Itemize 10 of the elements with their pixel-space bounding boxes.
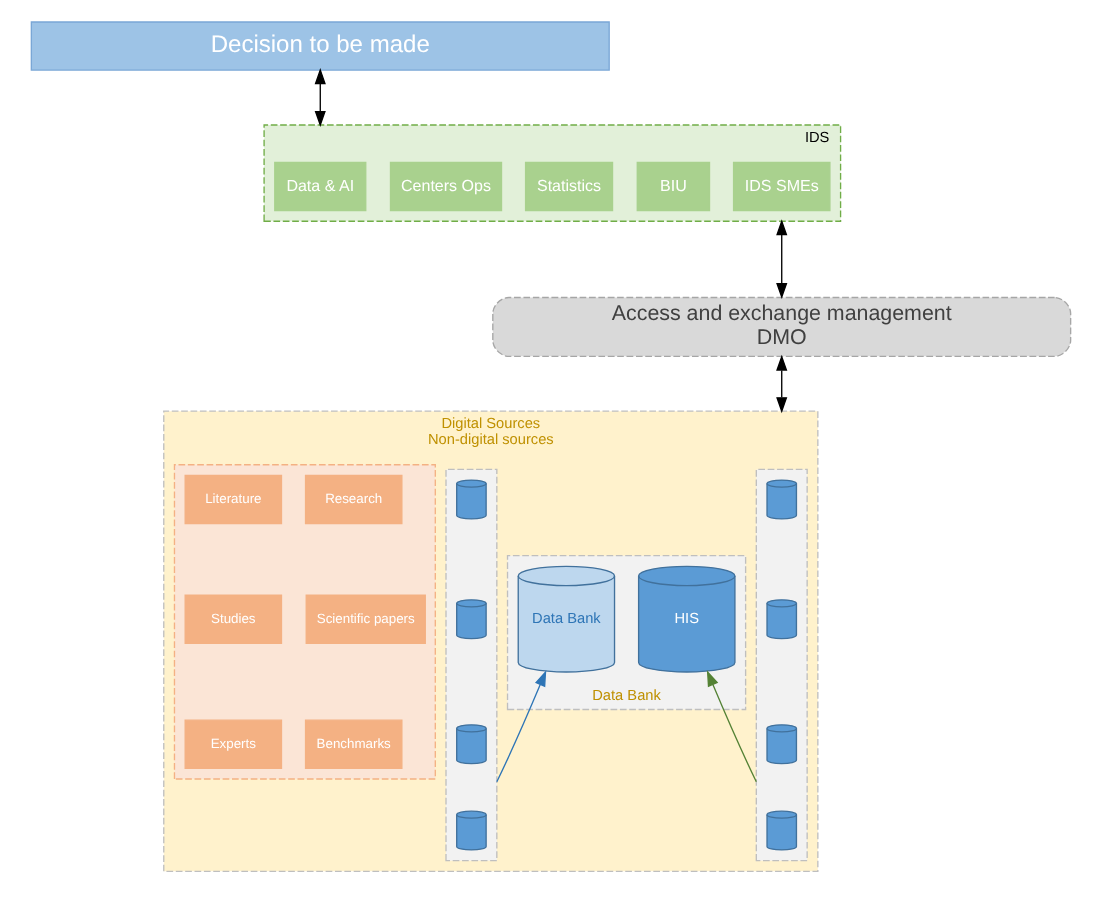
cluster — [754, 468, 807, 862]
node-box: Access and exchange management DMO — [491, 296, 1071, 358]
arrow — [495, 670, 546, 783]
arrow — [705, 670, 756, 783]
arrow — [775, 354, 787, 414]
cluster — [172, 464, 435, 780]
node-box: Decision to be made — [29, 21, 609, 71]
arrow — [775, 219, 787, 300]
arrow — [313, 68, 325, 127]
cluster — [444, 468, 497, 862]
